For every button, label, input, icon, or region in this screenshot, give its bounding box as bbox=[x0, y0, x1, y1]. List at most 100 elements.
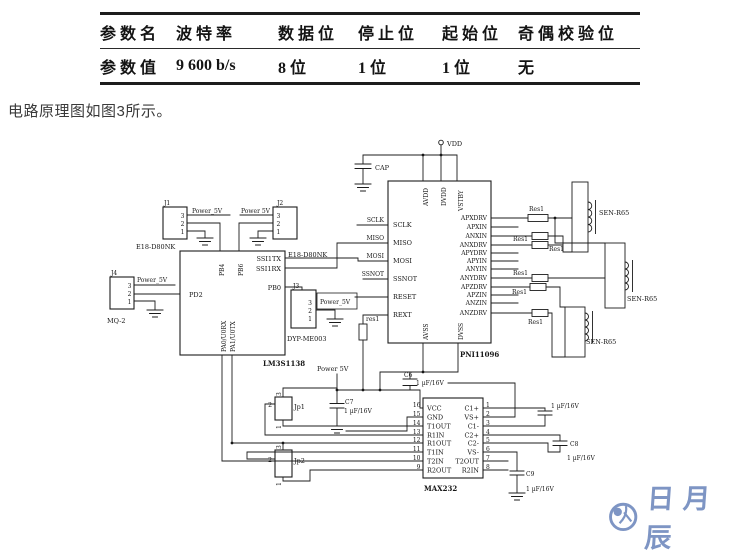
table-value-row: 参数值 9 600 b/s 8 位 1 位 1 位 无 bbox=[100, 48, 640, 82]
watermark-logo-icon bbox=[609, 502, 638, 532]
max-pinnum-1: 1 bbox=[486, 402, 490, 409]
max-pinnum-8: 8 bbox=[486, 464, 490, 471]
j4-device: MQ-2 bbox=[107, 317, 126, 325]
pni-pin-apzdrv: APZDRV bbox=[460, 284, 488, 291]
mcu-pin-pb0: PB0 bbox=[268, 284, 281, 292]
jp2-pin2: 2 bbox=[268, 457, 272, 464]
cap-c9-label: C9 bbox=[526, 471, 535, 478]
table-header-row: 参数名 波特率 数据位 停止位 起始位 奇偶校验位 bbox=[100, 15, 640, 48]
j3-pin2: 2 bbox=[308, 308, 312, 315]
watermark-text: 日月辰 bbox=[643, 484, 721, 554]
j4-pin2: 2 bbox=[128, 291, 132, 298]
wire-label-ssnot: SSNOT bbox=[362, 271, 384, 278]
max-pin-r2out: R2OUT bbox=[427, 467, 452, 475]
figure-caption: 电路原理图如图3所示。 bbox=[8, 103, 172, 120]
j3-pin3: 3 bbox=[308, 300, 312, 307]
pni-pin-anydrv: ANYDRV bbox=[459, 275, 488, 282]
j1-pin2: 2 bbox=[181, 221, 185, 228]
mcu-pin-pa1: PA1/U0TX bbox=[230, 320, 237, 352]
pni-pin-apyin: APYIN bbox=[466, 258, 487, 265]
pni-chip-name: PNI11096 bbox=[460, 350, 499, 359]
max-pin-t1out: T1OUT bbox=[427, 423, 451, 431]
cap-c1-value: 1 µF/16V bbox=[551, 403, 579, 410]
circuit-schematic: VDD CAP Power_5V Power 5V Power_5V Power… bbox=[107, 139, 657, 501]
col-header: 起始位 bbox=[442, 25, 503, 43]
j4-pin3: 3 bbox=[128, 283, 132, 290]
mcu-pin-pb4: PB4 bbox=[219, 264, 226, 276]
max-pinnum-7: 7 bbox=[486, 455, 490, 462]
connector-j1 bbox=[162, 206, 188, 240]
table-cell: 1 位 bbox=[358, 59, 387, 77]
max-pin-vsm: VS- bbox=[466, 449, 479, 457]
j2-device: E18-D80NK bbox=[288, 251, 327, 259]
pni-pin-anyin: ANYIN bbox=[465, 266, 487, 273]
col-header: 数据位 bbox=[278, 25, 339, 43]
jumper-jp1 bbox=[274, 396, 293, 421]
pni-pin-mosi: MOSI bbox=[393, 257, 412, 265]
j1-device: E18-D80NK bbox=[136, 243, 175, 251]
max-pinnum-13: 13 bbox=[413, 429, 421, 436]
sen-r65-x-label: SEN-R65 bbox=[599, 209, 629, 217]
net-label-power5v-j1: Power_5V bbox=[192, 208, 223, 215]
max-pin-t2in: T2IN bbox=[427, 458, 444, 466]
power-label-box bbox=[316, 292, 358, 310]
max-pin-t1in: T1IN bbox=[427, 449, 444, 457]
mcu-pin-pb6: PB6 bbox=[238, 264, 245, 276]
table-cell: 无 bbox=[518, 59, 535, 77]
pni-pin-anxdrv: ANXDRV bbox=[459, 242, 488, 249]
table-cell: 9 600 b/s bbox=[176, 56, 236, 74]
lm3s1138-chip bbox=[179, 250, 286, 356]
net-label-power5v-j2: Power 5V bbox=[241, 208, 271, 215]
resistor-res1 bbox=[358, 323, 368, 341]
connector-j4 bbox=[109, 276, 135, 310]
j3-device: DYP-ME003 bbox=[287, 335, 327, 343]
net-label-power5v-max: Power 5V bbox=[317, 365, 349, 373]
cap-c7-label: C7 bbox=[345, 399, 354, 406]
net-label-vdd: VDD bbox=[446, 140, 462, 148]
wires bbox=[133, 139, 606, 501]
res1-z-drive-label: Res1 bbox=[512, 289, 527, 296]
cap-c6-label: C6 bbox=[404, 372, 413, 379]
jp1-pin1: 1 bbox=[276, 425, 283, 429]
labels: VDD CAP Power_5V Power 5V Power_5V Power… bbox=[107, 140, 657, 493]
col-header: 参数名 bbox=[100, 25, 161, 43]
jp1-pin3: 3 bbox=[276, 392, 283, 396]
col-header: 停止位 bbox=[358, 25, 419, 43]
resistor-res1-z-drive bbox=[529, 283, 547, 291]
jp1-pin2: 2 bbox=[268, 402, 272, 409]
net-label-power5v-j3: Power_5V bbox=[320, 299, 351, 306]
jp1-name: Jp1 bbox=[293, 403, 305, 411]
max-pinnum-9: 9 bbox=[417, 464, 421, 471]
sen-r65-y-label: SEN-R65 bbox=[627, 295, 657, 303]
pni-pin-apydrv: APYDRV bbox=[460, 250, 487, 257]
jp2-pin3: 3 bbox=[276, 445, 283, 449]
max-pinnum-2: 2 bbox=[486, 411, 490, 418]
wire-label-sclk: SCLK bbox=[367, 217, 385, 224]
max-pinnum-4: 4 bbox=[486, 429, 490, 436]
col-header: 奇偶校验位 bbox=[518, 25, 619, 43]
j2-pin3: 3 bbox=[277, 213, 281, 220]
cap-c7-value: 1 µF/16V bbox=[344, 408, 372, 415]
max-pin-c2p: C2+ bbox=[464, 432, 479, 440]
j3-name: J3 bbox=[292, 283, 299, 290]
mcu-pin-pa0: PA0/U0RX bbox=[221, 320, 228, 352]
j3-pin1: 1 bbox=[308, 316, 312, 323]
pni-pin-vstby: VSTBY bbox=[458, 189, 465, 212]
j4-pin1: 1 bbox=[128, 299, 132, 306]
watermark: 日月辰 bbox=[606, 477, 744, 555]
mcu-pin-pd2: PD2 bbox=[189, 291, 203, 299]
wire-label-miso: MISO bbox=[366, 235, 384, 242]
pni-pin-sclk: SCLK bbox=[393, 221, 412, 229]
resistor-res1-x-return bbox=[531, 232, 549, 240]
mcu-pin-ssi1tx: SSI1TX bbox=[257, 255, 282, 263]
j1-pin3: 3 bbox=[181, 213, 185, 220]
max-pin-t2out: T2OUT bbox=[455, 458, 479, 466]
serial-parameters-table: 参数名 波特率 数据位 停止位 起始位 奇偶校验位 参数值 9 600 b/s … bbox=[100, 12, 640, 85]
cap-c8-label: C8 bbox=[570, 441, 579, 448]
max-pin-c1m: C1- bbox=[468, 423, 479, 431]
j1-pin1: 1 bbox=[181, 229, 185, 236]
pni-pin-rext: REXT bbox=[393, 311, 412, 319]
table-cell: 8 位 bbox=[278, 59, 307, 77]
res1-y-drive-label: Res1 bbox=[549, 246, 564, 253]
j2-pin2: 2 bbox=[277, 221, 281, 228]
